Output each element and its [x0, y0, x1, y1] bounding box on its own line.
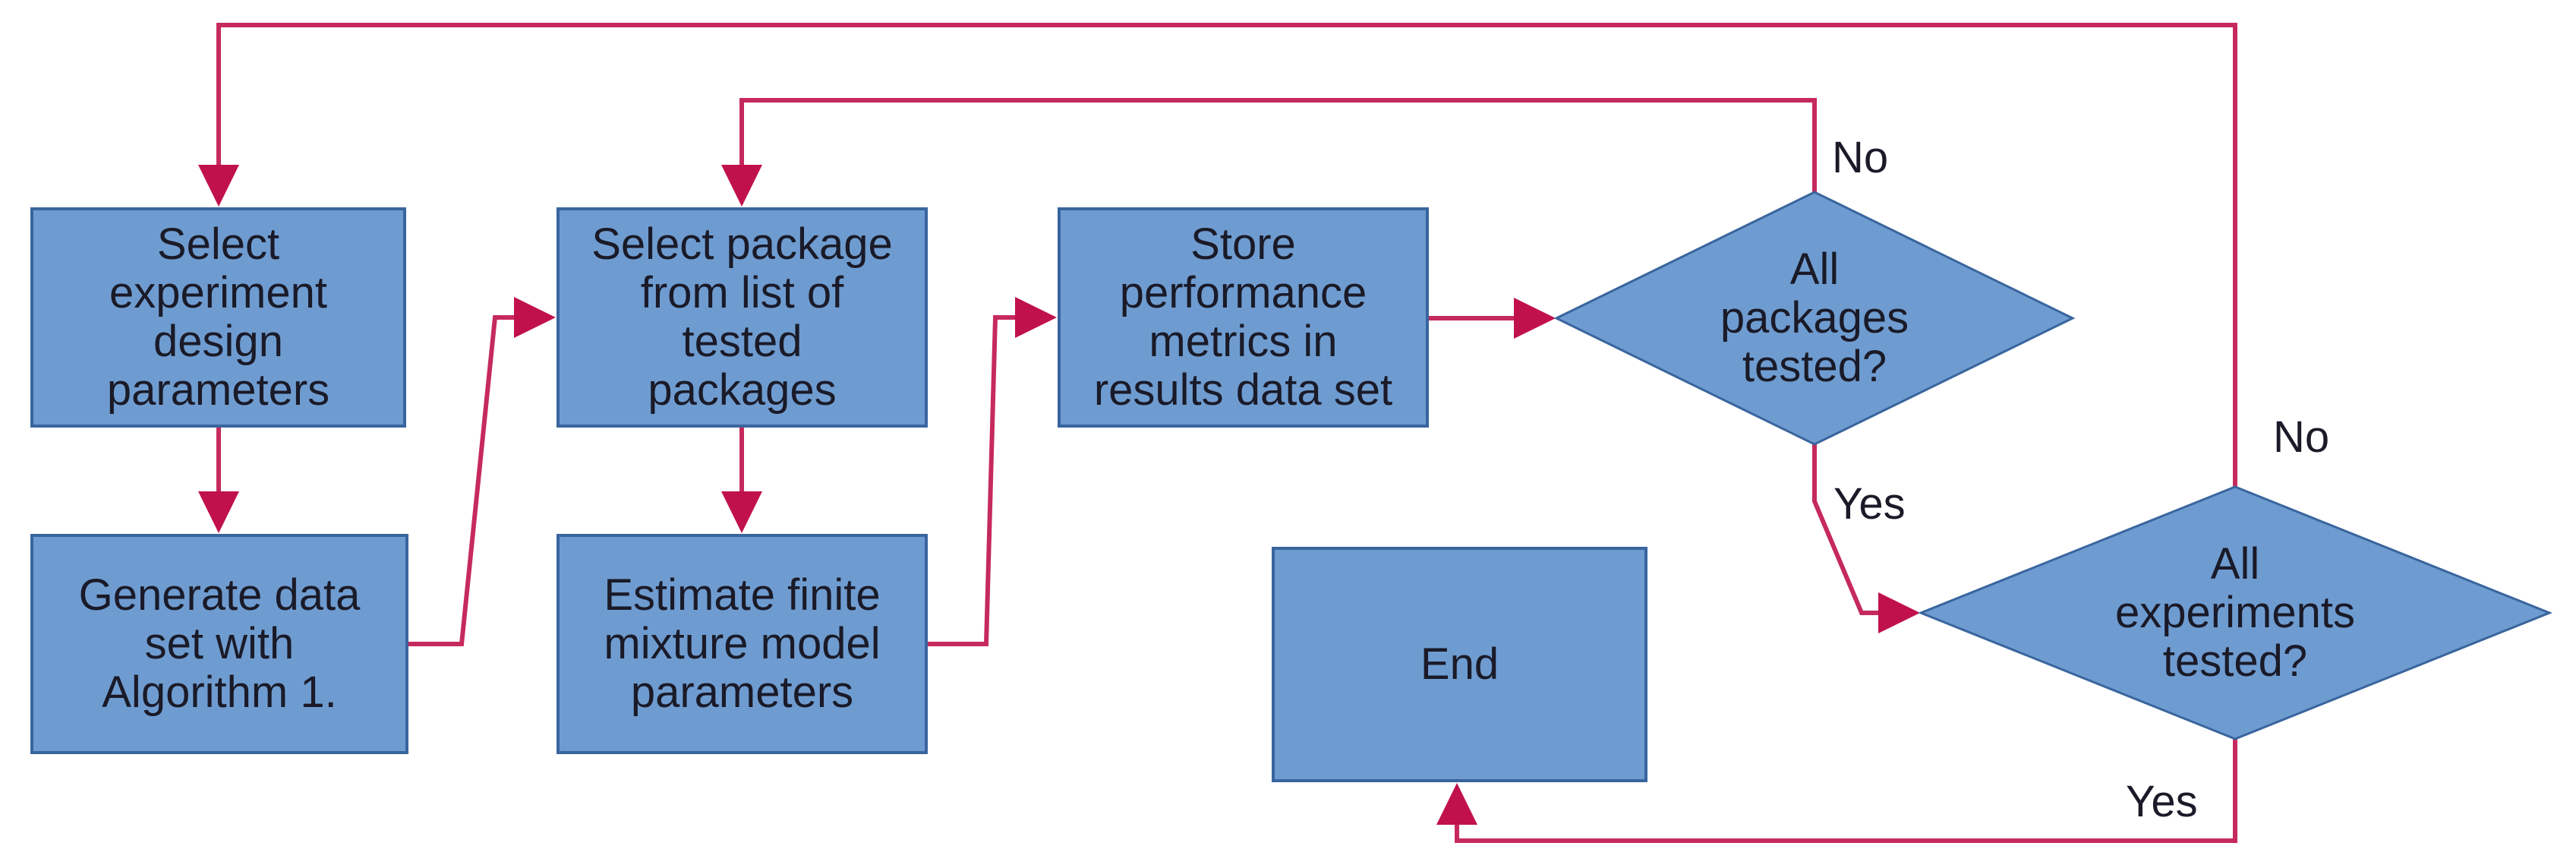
- node-all-packages-shape: [1553, 191, 2076, 446]
- node-generate-data: Generate data set with Algorithm 1.: [30, 534, 408, 754]
- node-select-experiment-label: Select experiment design parameters: [106, 219, 330, 415]
- edge-store-to-packages-arrowhead: [1514, 298, 1556, 339]
- edge-label-yes-experiments: Yes: [2126, 777, 2198, 826]
- node-store-metrics-label: Store performance metrics in results dat…: [1093, 219, 1393, 415]
- node-estimate-model: Estimate finite mixture model parameters: [557, 534, 928, 754]
- node-end: End: [1272, 547, 1647, 782]
- node-select-experiment: Select experiment design parameters: [30, 207, 406, 428]
- edge-yes-experiments-arrowhead: [1436, 783, 1477, 825]
- edge-estimate-to-store-line: [928, 315, 1019, 646]
- edge-estimate-to-store-arrowhead: [1015, 297, 1057, 338]
- edge-no-experiments-arrowhead: [198, 165, 239, 207]
- node-select-package-label: Select package from list of tested packa…: [591, 219, 893, 415]
- edge-select-to-generate-arrowhead: [198, 491, 239, 533]
- edge-label-no-experiments: No: [2273, 412, 2330, 462]
- node-select-package: Select package from list of tested packa…: [557, 207, 928, 428]
- edge-generate-to-package-arrowhead: [514, 297, 556, 338]
- node-end-label: End: [1420, 639, 1499, 689]
- edge-label-no-packages: No: [1832, 133, 1889, 182]
- node-store-metrics: Store performance metrics in results dat…: [1058, 207, 1429, 428]
- node-estimate-model-label: Estimate finite mixture model parameters: [604, 570, 881, 717]
- edge-no-packages-arrowhead: [721, 165, 762, 207]
- node-all-experiments-shape: [1917, 485, 2553, 740]
- edge-generate-to-package-line: [408, 315, 518, 646]
- edge-package-to-estimate-arrowhead: [721, 491, 762, 533]
- node-all-experiments-label: All experiments tested?: [2115, 539, 2355, 686]
- edge-no-experiments-line: [216, 23, 2237, 487]
- edge-yes-experiments-line: [1455, 739, 2237, 843]
- node-all-packages-label: All packages tested?: [1720, 245, 1909, 391]
- node-generate-data-label: Generate data set with Algorithm 1.: [78, 570, 361, 717]
- edge-label-yes-packages: Yes: [1833, 479, 1906, 529]
- edge-yes-packages-arrowhead: [1878, 592, 1920, 633]
- edge-no-packages-line: [739, 98, 1817, 192]
- edge-yes-packages-line: [1812, 444, 1882, 615]
